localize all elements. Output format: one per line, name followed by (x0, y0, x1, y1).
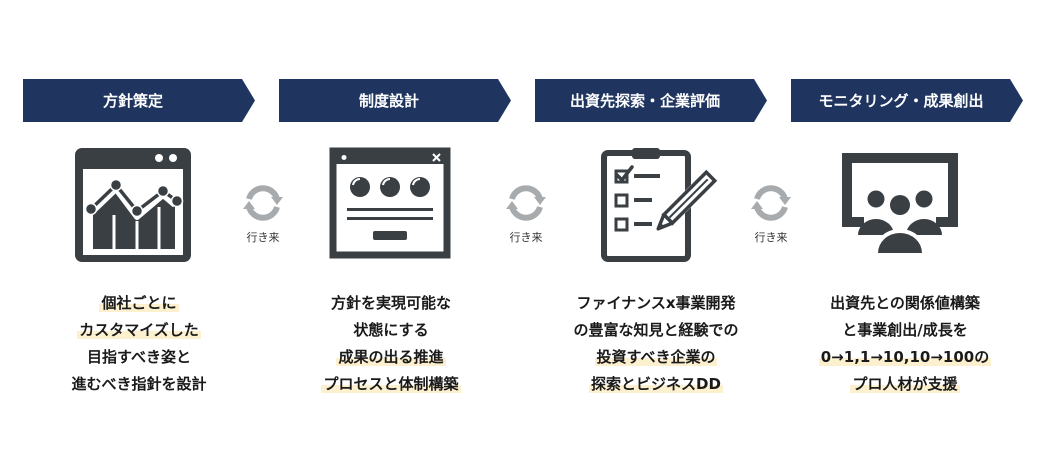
desc-line: 目指すべき姿と (87, 348, 191, 366)
desc-line: プロセスと体制構築 (321, 375, 461, 393)
clipboard-checklist-icon (596, 145, 720, 265)
desc-line: ファイナンスx事業開発 (576, 294, 736, 312)
step-2-title: 制度設計 (358, 92, 419, 110)
desc-line: 進むべき指針を設計 (71, 375, 207, 393)
desc-line: 出資先との関係値構築 (830, 294, 980, 312)
chart-window-icon (71, 145, 195, 265)
step-4-header: モニタリング・成果創出 (791, 79, 1023, 122)
step-1-description: 個社ごとに カスタマイズした 目指すべき姿と 進むべき指針を設計 (19, 290, 259, 398)
cycle-arrows-1: 行き来 (233, 180, 293, 252)
desc-line: と事業創出/成長を (842, 321, 968, 339)
cycle-arrows-3: 行き来 (741, 180, 801, 252)
cycle-label-1: 行き来 (246, 231, 280, 244)
desc-line: 探索とビジネスDD (589, 375, 723, 393)
presentation-people-icon (838, 145, 962, 265)
desc-line: 成果の出る推進 (336, 348, 446, 366)
step-2-description: 方針を実現可能な 状態にする 成果の出る推進 プロセスと体制構築 (271, 290, 511, 398)
browser-window-icon (327, 145, 451, 265)
refresh-arrows-icon (506, 185, 546, 221)
desc-line: 個社ごとに (99, 294, 179, 312)
step-2-header: 制度設計 (279, 79, 511, 122)
step-4-title: モニタリング・成果創出 (818, 92, 984, 110)
step-3-description: ファイナンスx事業開発 の豊富な知見と経験での 投資すべき企業の 探索とビジネス… (536, 290, 776, 398)
desc-line: プロ人材が支援 (850, 375, 960, 393)
step-3-header: 出資先探索・企業評価 (535, 79, 767, 122)
cycle-label-3: 行き来 (754, 231, 788, 244)
desc-line: の豊富な知見と経験での (573, 321, 739, 339)
cycle-arrows-2: 行き来 (496, 180, 556, 252)
desc-line: 状態にする (353, 321, 429, 339)
step-3-title: 出資先探索・企業評価 (569, 92, 720, 110)
step-4-description: 出資先との関係値構築 と事業創出/成長を 0→1,1→10,10→100の プロ… (785, 290, 1025, 398)
step-1-header: 方針策定 (23, 79, 255, 122)
desc-line: カスタマイズした (77, 321, 201, 339)
desc-line: 0→1,1→10,10→100の (818, 348, 992, 366)
refresh-arrows-icon (243, 185, 283, 221)
step-1-title: 方針策定 (102, 92, 163, 110)
desc-line: 方針を実現可能な (330, 294, 451, 312)
desc-line: 投資すべき企業の (594, 348, 718, 366)
refresh-arrows-icon (751, 185, 791, 221)
cycle-label-2: 行き来 (509, 231, 543, 244)
